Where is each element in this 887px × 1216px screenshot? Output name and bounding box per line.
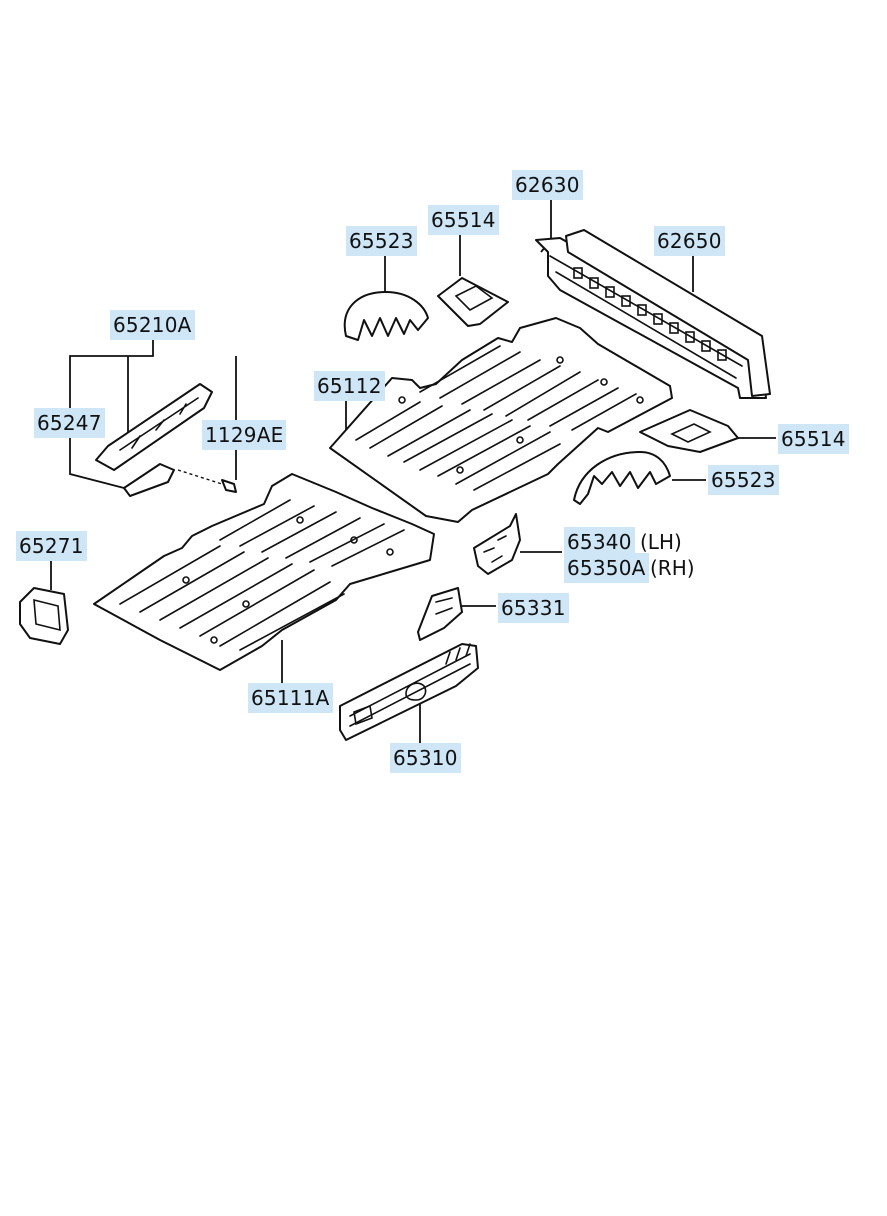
label-65514-right[interactable]: 65514 bbox=[778, 424, 849, 454]
label-1129AE[interactable]: 1129AE bbox=[202, 420, 287, 450]
label-65523-top[interactable]: 65523 bbox=[346, 226, 417, 256]
label-65523-right[interactable]: 65523 bbox=[708, 465, 779, 495]
label-65350A-side-rh: (RH) bbox=[650, 556, 695, 580]
label-65111A[interactable]: 65111A bbox=[248, 683, 333, 713]
label-65350A[interactable]: 65350A bbox=[564, 553, 649, 583]
label-65271[interactable]: 65271 bbox=[16, 531, 87, 561]
label-65310[interactable]: 65310 bbox=[390, 743, 461, 773]
bracket-65247 bbox=[123, 463, 175, 497]
bracket-65271 bbox=[19, 587, 69, 645]
label-65247[interactable]: 65247 bbox=[34, 408, 105, 438]
label-65112[interactable]: 65112 bbox=[314, 371, 385, 401]
label-62650[interactable]: 62650 bbox=[654, 226, 725, 256]
bracket-65340-65350A bbox=[473, 513, 521, 575]
label-62630[interactable]: 62630 bbox=[512, 170, 583, 200]
front-floor-panel-65111A bbox=[93, 473, 435, 671]
label-65514-top[interactable]: 65514 bbox=[428, 205, 499, 235]
label-65331[interactable]: 65331 bbox=[498, 593, 569, 623]
rear-floor-panel-65112 bbox=[329, 317, 673, 523]
label-65340[interactable]: 65340 bbox=[564, 527, 635, 557]
bracket-65331 bbox=[417, 587, 463, 641]
wheel-house-65523-top bbox=[343, 291, 429, 341]
side-member-65310 bbox=[339, 643, 479, 741]
bracket-65514-top bbox=[437, 277, 509, 327]
bolt-1129AE bbox=[177, 469, 237, 493]
rear-cross-member-62630 bbox=[535, 229, 771, 399]
bracket-65514-right bbox=[639, 409, 739, 453]
leader-lines bbox=[50, 200, 776, 743]
wheel-house-65523-right bbox=[573, 451, 671, 505]
label-65210A[interactable]: 65210A bbox=[110, 310, 195, 340]
member-65210A bbox=[95, 383, 213, 471]
label-65340-side-lh: (LH) bbox=[640, 530, 682, 554]
